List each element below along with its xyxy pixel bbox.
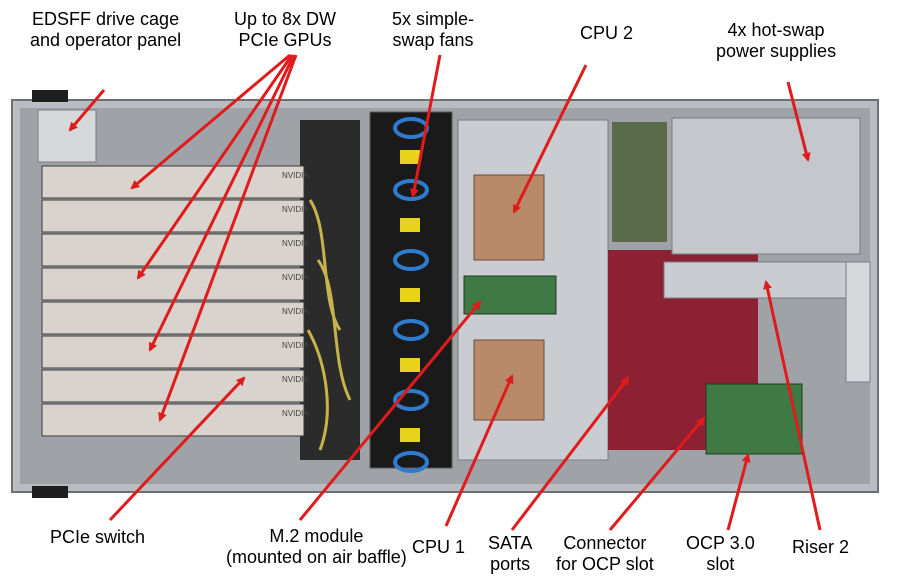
- arrow-cpu1: [444, 374, 514, 527]
- arrow-sata: [510, 376, 630, 531]
- rack-ear-bottom: [32, 486, 68, 498]
- arrow-gpu-3: [148, 54, 296, 352]
- gpu-brand-text: NVIDIA: [282, 341, 309, 350]
- psu-cage: [671, 117, 861, 255]
- ocp-slot: [705, 383, 803, 455]
- arrow-fans: [409, 54, 442, 198]
- arrow-drive-cage: [68, 89, 106, 132]
- arrow-gpu-2: [136, 54, 294, 280]
- arrow-psu: [786, 81, 811, 162]
- pcie-switch-label: PCIe switch: [50, 527, 146, 547]
- arrow-gpu-4: [158, 54, 298, 422]
- psu-label: 4x hot-swap power supplies: [716, 20, 837, 61]
- cpu2-heatsink: [473, 174, 545, 261]
- arrow-pcie-switch: [108, 376, 246, 522]
- gpu-brand-text: NVIDIA: [282, 409, 309, 418]
- gpu-brand-text: NVIDIA: [282, 307, 309, 316]
- ocp-slot-label: OCP 3.0 slot: [686, 533, 755, 574]
- cpu2-label: CPU 2: [580, 23, 634, 43]
- arrow-riser2: [763, 280, 822, 531]
- cpu1-label: CPU 1: [412, 537, 466, 557]
- gpu-brand-text: NVIDIA: [282, 171, 309, 180]
- sata-label: SATA ports: [488, 533, 533, 574]
- drive-cage-label: EDSFF drive cage and operator panel: [30, 9, 182, 50]
- riser2-label: Riser 2: [792, 537, 850, 557]
- m2-module-label: M.2 module (mounted on air baffle): [226, 526, 407, 567]
- arrow-m2: [298, 300, 482, 521]
- fans-label: 5x simple- swap fans: [392, 9, 475, 50]
- arrow-gpu-1: [130, 53, 291, 190]
- gpu-brand-text: NVIDIA: [282, 239, 309, 248]
- m2-module: [463, 275, 557, 315]
- cpu1-heatsink: [473, 339, 545, 421]
- gpu-brand-text: NVIDIA: [282, 273, 309, 282]
- ocp-connector-label: Connector for OCP slot: [556, 533, 654, 574]
- gpu-brand-text: NVIDIA: [282, 205, 309, 214]
- rack-ear-top: [32, 90, 68, 102]
- fan-column: [369, 111, 453, 473]
- rear-io: [845, 261, 871, 383]
- arrow-ocp-connector: [608, 416, 706, 531]
- arrow-ocp-slot: [726, 453, 751, 531]
- gpu-brand-text: NVIDIA: [282, 375, 309, 384]
- riser2-bracket: [663, 261, 847, 299]
- drive-cage: [37, 109, 97, 163]
- gpus-label: Up to 8x DW PCIe GPUs: [234, 9, 337, 50]
- memory-area: [612, 122, 667, 242]
- arrow-cpu2: [512, 64, 588, 214]
